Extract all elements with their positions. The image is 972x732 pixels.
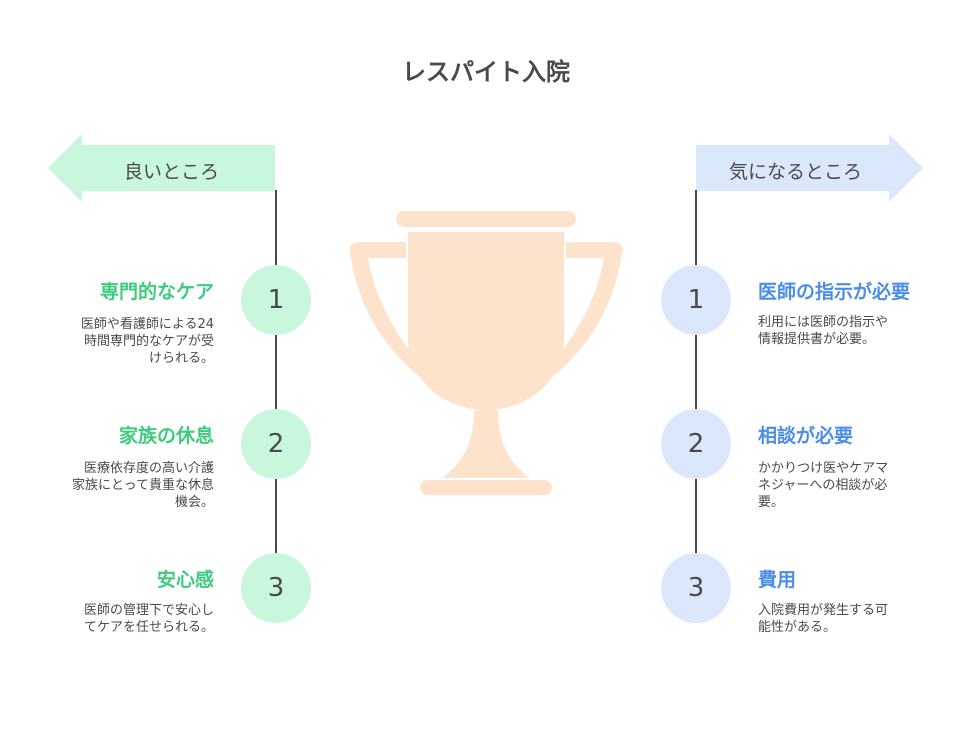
right-description-3-line-1: 入院費用が発生する可 xyxy=(758,603,889,618)
right-number-badge-2: 2 xyxy=(661,409,731,479)
left-description-1-line-2: 時間専門的なケアが受 xyxy=(83,334,214,349)
right-heading-3: 費用 xyxy=(758,569,797,591)
right-description-2-line-3: 要。 xyxy=(758,495,785,510)
right-arrow-banner xyxy=(696,134,923,202)
trophy-icon xyxy=(349,211,623,495)
left-heading-3: 安心感 xyxy=(156,569,214,591)
left-arrow-shape xyxy=(48,134,275,202)
left-description-1-line-3: けられる。 xyxy=(148,351,214,366)
right-timeline-line xyxy=(695,190,697,590)
left-description-3-line-1: 医師の管理下で安心し xyxy=(83,603,214,618)
left-description-2-line-1: 医療依存度の高い介護 xyxy=(83,461,214,476)
left-heading-2: 家族の休息 xyxy=(118,425,214,447)
left-number-badge-3: 3 xyxy=(241,553,311,623)
right-heading-1: 医師の指示が必要 xyxy=(758,281,911,303)
left-description-1-line-1: 医師や看護師による24 xyxy=(80,317,214,332)
left-heading-1: 専門的なケア xyxy=(99,281,214,303)
left-arrow-banner xyxy=(48,134,275,202)
left-description-3: 医師の管理下で安心し てケアを任せられる。 xyxy=(34,602,214,636)
right-number-badge-1: 1 xyxy=(661,265,731,335)
left-description-2-line-2: 家族にとって貴重な休息 xyxy=(72,478,214,493)
left-description-2-line-3: 機会。 xyxy=(174,495,214,510)
right-arrow-shape xyxy=(696,134,923,202)
left-description-3-line-2: てケアを任せられる。 xyxy=(83,620,214,635)
right-heading-2: 相談が必要 xyxy=(758,425,854,447)
left-number-badge-2: 2 xyxy=(241,409,311,479)
right-description-1: 利用には医師の指示や 情報提供書が必要。 xyxy=(758,314,948,348)
left-description-2: 医療依存度の高い介護 家族にとって貴重な休息 機会。 xyxy=(34,460,214,511)
left-number-badge-1: 1 xyxy=(241,265,311,335)
left-description-1: 医師や看護師による24 時間専門的なケアが受 けられる。 xyxy=(34,316,214,367)
right-description-2-line-1: かかりつけ医やケアマ xyxy=(758,461,889,476)
right-description-1-line-2: 情報提供書が必要。 xyxy=(758,332,876,347)
right-description-1-line-1: 利用には医師の指示や xyxy=(758,315,889,330)
right-description-2-line-2: ネジャーへの相談が必 xyxy=(758,478,888,493)
left-banner-label: 良いところ xyxy=(124,161,220,183)
page-title: レスパイト入院 xyxy=(402,58,570,86)
right-description-3-line-2: 能性がある。 xyxy=(758,620,837,635)
right-banner-label: 気になるところ xyxy=(729,161,863,183)
left-timeline-line xyxy=(275,190,277,590)
right-description-2: かかりつけ医やケアマ ネジャーへの相談が必 要。 xyxy=(758,460,948,511)
right-number-badge-3: 3 xyxy=(661,553,731,623)
right-description-3: 入院費用が発生する可 能性がある。 xyxy=(758,602,948,636)
